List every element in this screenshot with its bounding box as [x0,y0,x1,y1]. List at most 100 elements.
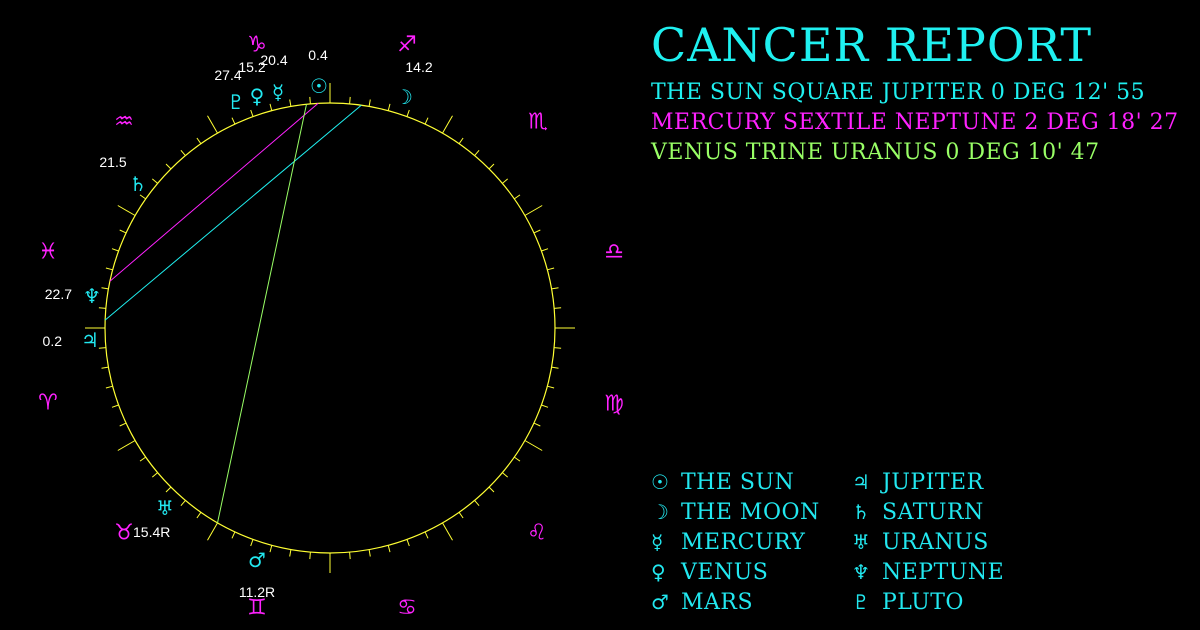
planet-sun-icon: ☉ [310,74,328,98]
planet-sun-degree: 0.4 [308,47,328,63]
planet-jupiter-degree: 0.2 [43,333,63,349]
planet-mercury-degree: 20.4 [260,52,287,68]
minor-tick [349,96,351,104]
legend-item-sun: ☉THE SUN [651,467,794,498]
pluto-icon: ♇ [852,590,871,614]
minor-tick [101,366,109,369]
minor-tick [533,422,541,427]
minor-tick [488,163,495,170]
astrology-wheel: ♑♐♏♎♍♌♋♊♉♈♓♒ ☉0.4☽14.2☿20.4♀15.2♇27.4♄21… [38,33,624,621]
neptune-icon: ♆ [852,560,871,584]
minor-tick [119,229,127,234]
mercury-icon: ☿ [651,530,664,554]
minor-tick [119,422,127,427]
planet-uranus-degree: 15.4R [133,524,170,540]
sign-sagittarius-icon: ♐ [397,33,417,58]
minor-tick [551,366,559,369]
legend-item-jupiter: ♃JUPITER [852,467,984,498]
minor-tick [424,117,429,125]
minor-tick [231,117,236,125]
venus-icon: ♀ [651,560,667,584]
minor-tick [349,552,351,560]
minor-tick [269,545,273,553]
sign-capricorn-icon: ♑ [247,33,267,58]
report-title: CANCER REPORT [651,18,1093,72]
major-tick [207,115,218,134]
minor-tick [309,96,311,104]
minor-tick [180,500,186,507]
major-tick [207,522,218,541]
minor-tick [514,194,521,200]
minor-tick [547,267,555,271]
minor-tick [406,539,410,547]
planet-mercury-icon: ☿ [272,80,284,104]
legend-label: NEPTUNE [882,560,1005,585]
uranus-icon: ♅ [852,530,871,554]
minor-tick [250,539,254,547]
aspect-line-venus-uranus [217,104,307,524]
minor-tick [502,472,509,478]
planet-mars-icon: ♂ [248,548,266,572]
minor-tick [151,178,158,184]
minor-tick [151,472,158,478]
minor-tick [289,549,292,557]
minor-tick [111,404,119,408]
minor-tick [165,163,172,170]
minor-tick [111,248,119,252]
major-tick [117,205,136,216]
zodiac-signs: ♑♐♏♎♍♌♋♊♉♈♓♒ [38,33,624,621]
sun-icon: ☉ [651,470,670,494]
minor-tick [547,385,555,389]
minor-tick [101,287,109,290]
sign-cancer-icon: ♋ [397,596,417,621]
sign-gemini-icon: ♊ [247,596,267,621]
sign-taurus-icon: ♉ [114,521,134,546]
minor-tick [488,486,495,493]
minor-tick [105,385,113,389]
minor-tick [541,404,549,408]
saturn-icon: ♄ [852,500,871,524]
planet-jupiter-icon: ♃ [81,328,99,352]
legend-item-pluto: ♇ PLUTO [852,587,964,618]
aspect-line-mercury-neptune [109,102,319,282]
mars-icon: ♂ [651,590,670,614]
legend-item-mars: ♂MARS [651,587,753,618]
legend-label: SATURN [882,500,984,525]
major-tick [442,522,453,541]
minor-tick [180,149,186,156]
legend-label: VENUS [681,560,769,585]
minor-tick [541,248,549,252]
planet-uranus-icon: ♅ [156,496,174,520]
legend-item-venus: ♀ VENUS [651,557,768,588]
minor-tick [554,307,562,309]
minor-tick [309,552,311,560]
minor-tick [502,178,509,184]
minor-tick [554,347,562,349]
wheel-circle [104,102,556,554]
moon-icon: ☽ [651,500,670,524]
minor-tick [105,267,113,271]
minor-tick [269,103,273,111]
planet-markers: ☉0.4☽14.2☿20.4♀15.2♇27.4♄21.5♆22.7♃0.2♅1… [43,47,433,600]
legend-label: MERCURY [681,530,806,555]
minor-tick [289,99,292,107]
minor-tick [231,531,236,539]
wheel-ticks [85,83,575,573]
minor-tick [424,531,429,539]
legend-item-moon: ☽ THE MOON [651,497,820,528]
major-tick [524,440,543,451]
sign-aquarius-icon: ♒ [114,110,134,135]
minor-tick [196,512,202,519]
minor-tick [387,545,391,553]
minor-tick [368,549,371,557]
sign-libra-icon: ♎ [604,240,624,265]
aspect-lines [104,102,362,524]
legend-label: PLUTO [882,590,964,615]
aspect-mercury-sextile-neptune: MERCURY SEXTILE NEPTUNE 2 DEG 18' 27 [651,110,1179,135]
minor-tick [98,307,106,309]
legend-label: THE MOON [681,500,820,525]
legend-item-neptune: ♆ NEPTUNE [852,557,1004,588]
planet-venus-icon: ♀ [250,84,265,108]
planet-mars-degree: 11.2R [239,584,275,600]
aspect-line-sun-jupiter [104,104,362,321]
